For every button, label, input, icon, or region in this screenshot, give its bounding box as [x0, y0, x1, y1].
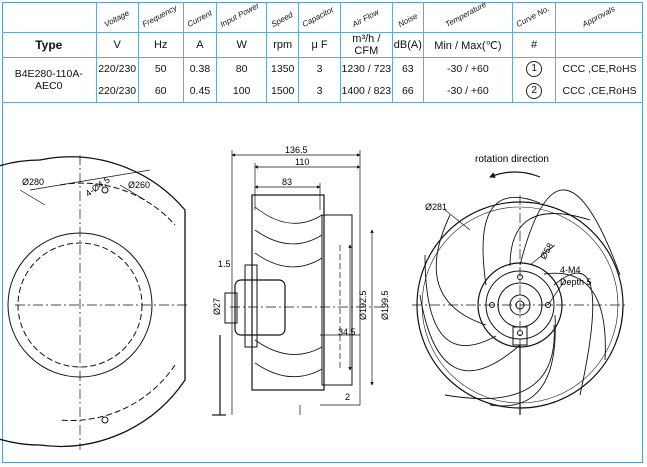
unit-power: W	[216, 32, 267, 58]
front-d-inner: Ø260	[128, 180, 150, 190]
rear-depth: Depth 5	[560, 277, 592, 287]
hdr-approvals: Approvals	[580, 4, 617, 29]
hdr-curve-no: Curve No.	[514, 4, 551, 29]
cell-temperature: -30 / +60	[422, 57, 513, 80]
rear-thread: 4-M4	[560, 265, 581, 275]
hdr-frequency: Frequency	[140, 3, 179, 29]
cell-capacitor: 3	[298, 80, 341, 103]
cell-voltage: 220/230	[95, 57, 139, 80]
side-d2: Ø199.5	[380, 290, 390, 320]
unit-capacitor: μ F	[298, 32, 341, 58]
cell-power: 80	[216, 57, 267, 80]
side-w2: 110	[295, 157, 309, 167]
unit-approvals	[555, 32, 643, 58]
cell-noise: 63	[391, 57, 424, 80]
side-thickness: 1.5	[218, 259, 231, 269]
cell-frequency: 60	[137, 80, 184, 103]
unit-temperature: Min / Max(℃)	[422, 32, 513, 58]
cell-curve: 2	[512, 80, 556, 103]
hdr-capacitor: Capacitor	[301, 4, 336, 29]
side-height: 34.5	[338, 327, 356, 337]
hdr-temperature: Temperature	[444, 0, 489, 30]
hdr-voltage: Voltage	[102, 8, 131, 29]
cell-current: 0.38	[182, 57, 217, 80]
front-holes: 4-Ø4.5	[83, 175, 111, 199]
technical-drawing: Ø280 Ø260 4-Ø4.5 136.5 110 83 1.5 Ø27 Ø1…	[0, 145, 628, 450]
side-w3: 83	[282, 177, 292, 187]
cell-approvals: CCC ,CE,RoHS	[555, 80, 643, 103]
cell-noise: 66	[391, 80, 424, 103]
unit-curve: #	[512, 32, 556, 58]
unit-noise: dB(A)	[391, 32, 424, 58]
curve-number-badge: 2	[526, 83, 543, 99]
cell-speed: 1350	[265, 57, 299, 80]
cell-curve: 1	[512, 57, 556, 80]
spec-table: Voltage Frequency Current Input Power Sp…	[2, 0, 643, 103]
side-w1: 136.5	[285, 145, 308, 155]
cell-frequency: 50	[137, 57, 184, 80]
rotation-direction-label: rotation direction	[475, 154, 549, 165]
unit-current: A	[182, 32, 217, 58]
cell-airflow: 1230 / 723	[339, 57, 393, 80]
unit-airflow: m³/h / CFM	[339, 32, 393, 58]
unit-voltage: V	[95, 32, 139, 58]
table-row: 220/230 60 0.45 100 1500 3 1400 / 823 66…	[2, 80, 643, 103]
side-gap: 2	[345, 392, 350, 402]
hdr-speed: Speed	[269, 10, 295, 30]
front-view	[0, 155, 190, 450]
cell-power: 100	[216, 80, 267, 103]
side-d1: Ø192.5	[358, 290, 368, 320]
unit-speed: rpm	[265, 32, 299, 58]
rear-d-outer: Ø281	[425, 202, 447, 212]
rear-d-hub: Ø58	[538, 241, 555, 261]
unit-frequency: Hz	[137, 32, 184, 58]
cell-speed: 1500	[265, 80, 299, 103]
hdr-air-flow: Air Flow	[350, 7, 381, 29]
cell-voltage: 220/230	[95, 80, 139, 103]
front-d-outer: Ø280	[22, 177, 44, 187]
type-label: Type	[2, 32, 97, 58]
model-name: B4E280-110A-AEC0	[2, 57, 97, 103]
header-label-row: Voltage Frequency Current Input Power Sp…	[2, 0, 643, 33]
side-view	[212, 150, 390, 416]
side-shaft: Ø27	[212, 298, 222, 315]
cell-approvals: CCC ,CE,RoHS	[555, 57, 643, 80]
hdr-noise: Noise	[396, 11, 419, 29]
hdr-input-power: Input Power	[219, 1, 261, 29]
cell-airflow: 1400 / 823	[339, 80, 393, 103]
unit-row: Type V Hz A W rpm μ F m³/h / CFM dB(A) M…	[2, 32, 643, 58]
cell-current: 0.45	[182, 80, 217, 103]
hdr-current: Current	[185, 8, 214, 30]
table-row: B4E280-110A-AEC0 220/230 50 0.38 80 1350…	[2, 57, 643, 103]
curve-number-badge: 1	[526, 61, 543, 77]
cell-temperature: -30 / +60	[422, 80, 513, 103]
cell-capacitor: 3	[298, 57, 341, 80]
rear-view	[412, 171, 628, 415]
